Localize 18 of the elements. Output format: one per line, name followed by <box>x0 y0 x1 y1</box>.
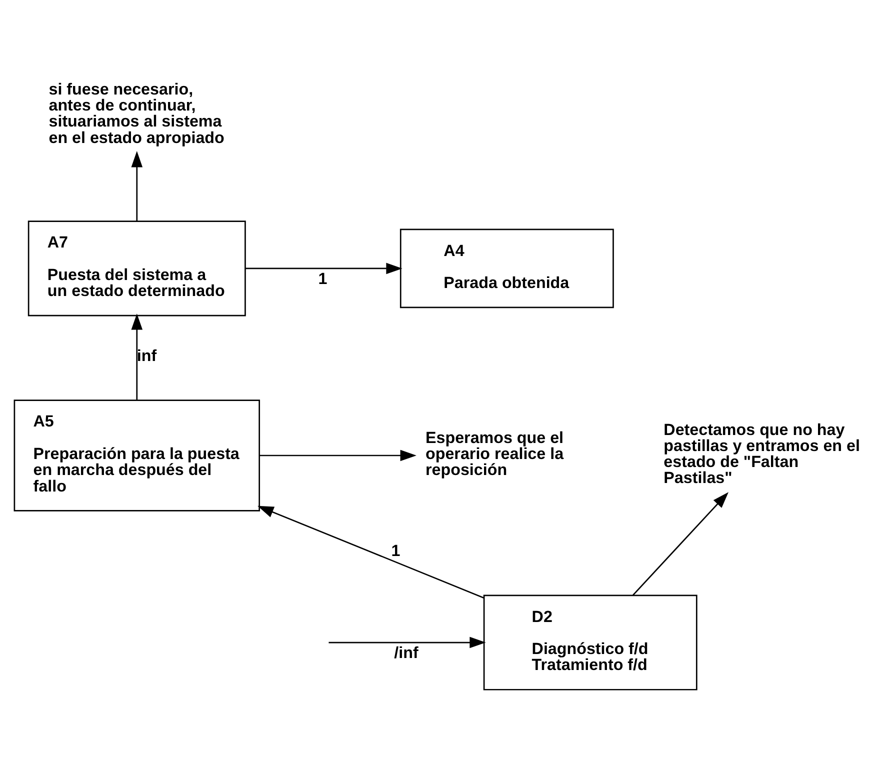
node-box: A7 Puesta del sistema a un estado determinado <box>27 220 246 316</box>
node-text: si fuese necesario, antes de continuar, situariamos al sistema en el estado apropiado <box>48 80 224 147</box>
node-text: Esperamos que el operario realice la reposición <box>425 428 564 480</box>
node-text: Detectamos que no hay pastillas y entramos en el estado de "Faltan Pastilas" <box>663 420 860 488</box>
edge-label: /inf <box>394 644 418 662</box>
node-box: A5 Preparación para la puesta en marcha después del fallo <box>13 400 260 512</box>
arrow <box>632 492 728 596</box>
arrow <box>244 262 402 274</box>
arrow <box>328 636 486 648</box>
edge-label: inf <box>136 346 156 365</box>
arrow <box>257 506 484 599</box>
node-box: D2 Diagnóstico f/d Tratamiento f/d <box>482 594 697 690</box>
node-box: A4 Parada obtenida <box>399 228 614 308</box>
edge-label: 1 <box>318 270 327 288</box>
arrow <box>130 314 142 400</box>
edge-label: 1 <box>390 542 400 560</box>
arrow <box>259 450 416 462</box>
arrow <box>130 151 142 222</box>
